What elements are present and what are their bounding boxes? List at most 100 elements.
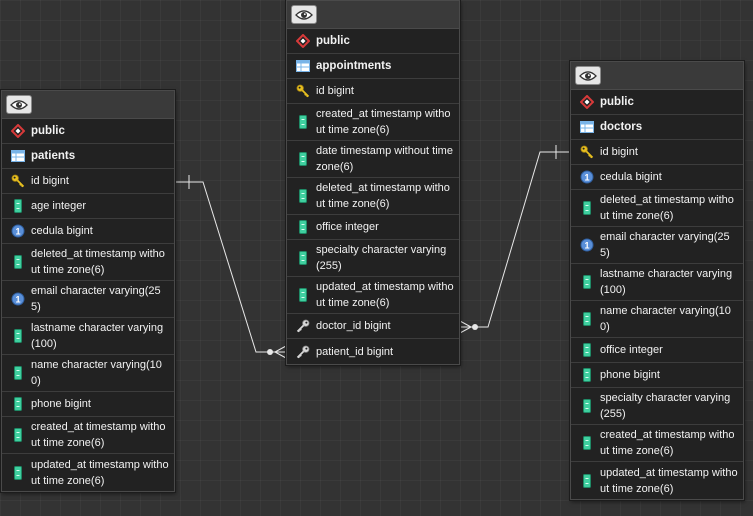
column-row[interactable]: deleted_at timestamp without time zone(6…: [571, 190, 743, 227]
schema-name-label: public: [600, 96, 634, 108]
column-icon: [296, 288, 310, 302]
column-row-label: lastname character varying(100): [31, 322, 164, 350]
table-doctors[interactable]: public doctors id bigint 1 cedula bigint dele…: [570, 61, 744, 500]
schema-icon: [579, 94, 595, 110]
table-header: [2, 91, 174, 119]
table-name-label: appointments: [316, 60, 392, 72]
column-row-label: lastname character varying(100): [600, 268, 733, 296]
column-row-label: deleted_at timestamp without time zone(6…: [316, 182, 450, 210]
column-row[interactable]: 1 email character varying(255): [2, 281, 174, 318]
many-marker-patients-b: [274, 351, 287, 359]
column-row[interactable]: updated_at timestamp without time zone(6…: [571, 462, 743, 499]
column-row[interactable]: lastname character varying(100): [2, 318, 174, 355]
column-row-label: name character varying(100): [31, 359, 162, 387]
eye-icon: [295, 9, 313, 21]
column-row-label: deleted_at timestamp without time zone(6…: [31, 248, 165, 276]
column-icon: [580, 368, 594, 382]
column-row-label: phone bigint: [600, 369, 660, 381]
column-icon: [11, 428, 25, 442]
column-row[interactable]: age integer: [2, 194, 174, 219]
table-name[interactable]: doctors: [571, 115, 743, 140]
column-row[interactable]: 1 cedula bigint: [571, 165, 743, 190]
column-row[interactable]: deleted_at timestamp without time zone(6…: [287, 178, 459, 215]
svg-text:1: 1: [584, 172, 589, 182]
column-row[interactable]: phone bigint: [2, 392, 174, 417]
column-row[interactable]: updated_at timestamp without time zone(6…: [287, 277, 459, 314]
column-row[interactable]: office integer: [571, 338, 743, 363]
many-marker-doctors-b: [459, 326, 472, 334]
column-row-label: email character varying(255): [600, 231, 730, 259]
table-name[interactable]: appointments: [287, 54, 459, 79]
column-icon: [580, 473, 594, 488]
toggle-visibility-button[interactable]: [6, 95, 32, 114]
column-row[interactable]: created_at timestamp without time zone(6…: [571, 425, 743, 462]
many-marker-doctors-a: [459, 320, 472, 328]
column-row-label: created_at timestamp without time zone(6…: [31, 421, 166, 449]
schema-icon: [10, 123, 26, 139]
column-icon: [296, 152, 310, 166]
column-row-label: created_at timestamp without time zone(6…: [316, 108, 451, 136]
table-appointments[interactable]: public appointments id bigint created_at ti…: [286, 0, 460, 365]
column-row-label: office integer: [316, 221, 379, 233]
column-row[interactable]: updated_at timestamp without time zone(6…: [2, 454, 174, 491]
column-icon: [11, 397, 25, 411]
zero-marker-patients: [267, 349, 273, 355]
table-header: [571, 62, 743, 90]
column-icon: [580, 343, 594, 357]
svg-text:1: 1: [15, 226, 20, 236]
unique-icon: 1: [11, 224, 25, 238]
unique-icon: 1: [11, 292, 25, 306]
relationship-line-doctors[interactable]: [460, 151, 571, 328]
column-icon: [580, 399, 594, 413]
column-row[interactable]: id bigint: [287, 79, 459, 104]
schema-name-label: public: [316, 35, 350, 47]
column-row[interactable]: patient_id bigint: [287, 339, 459, 364]
column-row[interactable]: date timestamp without time zone(6): [287, 141, 459, 178]
toggle-visibility-button[interactable]: [291, 5, 317, 24]
column-row-label: created_at timestamp without time zone(6…: [600, 429, 735, 457]
column-row-label: id bigint: [600, 146, 638, 158]
column-row[interactable]: id bigint: [2, 169, 174, 194]
eye-icon: [10, 99, 28, 111]
table-name[interactable]: patients: [2, 144, 174, 169]
column-row-label: office integer: [600, 344, 663, 356]
column-row-label: updated_at timestamp without time zone(6…: [31, 458, 169, 487]
column-row-label: cedula bigint: [600, 171, 662, 183]
toggle-visibility-button[interactable]: [575, 66, 601, 85]
column-row[interactable]: created_at timestamp without time zone(6…: [287, 104, 459, 141]
column-row[interactable]: specialty character varying(255): [287, 240, 459, 277]
column-row[interactable]: doctor_id bigint: [287, 314, 459, 339]
schema-name: public: [287, 29, 459, 54]
column-row-label: email character varying(255): [31, 285, 161, 313]
column-icon: [296, 115, 310, 129]
key-icon: [11, 174, 25, 188]
column-row-label: age integer: [31, 200, 87, 212]
table-icon: [296, 59, 310, 73]
schema-name: public: [2, 119, 174, 144]
column-row[interactable]: phone bigint: [571, 363, 743, 388]
column-row[interactable]: specialty character varying(255): [571, 388, 743, 425]
column-row-label: doctor_id bigint: [316, 320, 391, 332]
table-name-label: doctors: [600, 121, 643, 133]
column-row[interactable]: name character varying(100): [571, 301, 743, 338]
column-row[interactable]: id bigint: [571, 140, 743, 165]
column-row[interactable]: office integer: [287, 215, 459, 240]
column-row[interactable]: deleted_at timestamp without time zone(6…: [2, 244, 174, 281]
column-icon: [296, 251, 310, 265]
unique-icon: 1: [580, 170, 594, 184]
column-row[interactable]: lastname character varying(100): [571, 264, 743, 301]
svg-text:1: 1: [15, 294, 20, 304]
schema-name: public: [571, 90, 743, 115]
column-row-label: date timestamp without time zone(6): [316, 145, 453, 173]
relationship-line-patients[interactable]: [176, 181, 286, 353]
column-row-label: deleted_at timestamp without time zone(6…: [600, 194, 734, 222]
column-row-label: id bigint: [316, 85, 354, 97]
column-icon: [11, 255, 25, 269]
column-row[interactable]: name character varying(100): [2, 355, 174, 392]
zero-marker-doctors: [472, 324, 478, 330]
column-row[interactable]: created_at timestamp without time zone(6…: [2, 417, 174, 454]
eye-icon: [579, 70, 597, 82]
